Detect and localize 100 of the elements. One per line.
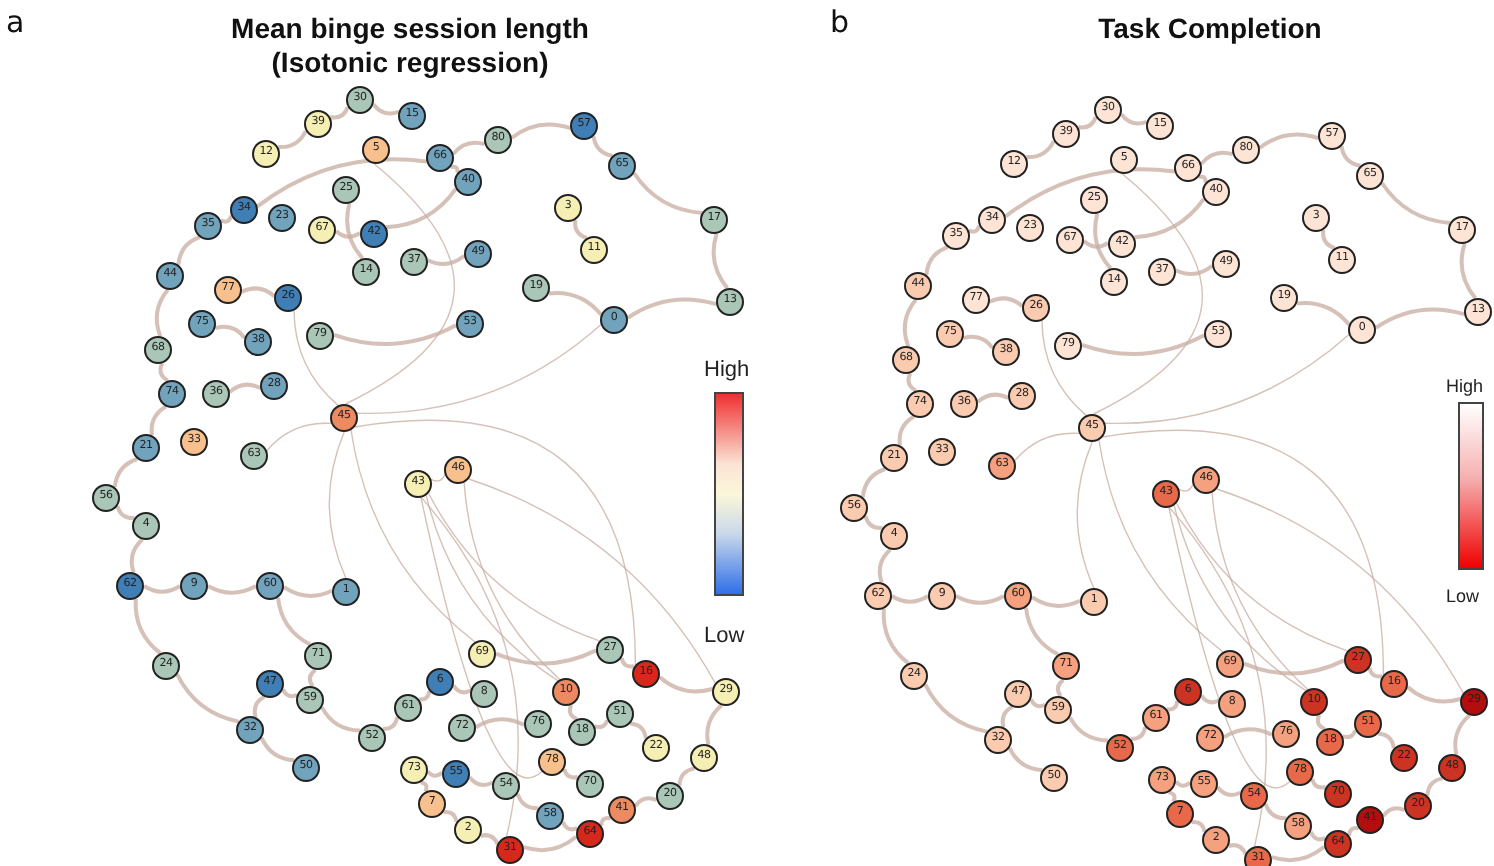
network-edge xyxy=(425,494,559,682)
panel-letter: a xyxy=(6,8,25,38)
network-edge xyxy=(1000,705,1014,728)
panel-title: Task Completion xyxy=(1096,12,1324,46)
network-edge xyxy=(154,288,170,337)
network-edge xyxy=(1168,506,1267,848)
network-edge xyxy=(891,594,929,604)
network-edge xyxy=(420,496,519,838)
network-edge xyxy=(863,515,883,531)
network-edge xyxy=(1296,301,1351,326)
network-edge xyxy=(902,298,918,347)
network-edge xyxy=(345,203,365,260)
network-edge xyxy=(1425,776,1444,796)
network-edge xyxy=(115,505,135,521)
network-edge xyxy=(1271,845,1326,863)
network-edge xyxy=(1130,726,1148,741)
network-edge xyxy=(207,584,257,595)
network-edge xyxy=(451,140,486,156)
network-edge xyxy=(328,431,347,579)
network-edge xyxy=(1174,780,1192,788)
network-edge xyxy=(371,102,400,116)
network-edge xyxy=(329,106,350,120)
network-edge xyxy=(561,820,578,832)
network-edge xyxy=(1007,746,1043,773)
network-edge xyxy=(1453,713,1471,756)
network-edge xyxy=(632,171,703,215)
network-edge xyxy=(266,422,332,452)
network-edge xyxy=(1380,181,1451,225)
network-edge xyxy=(1342,729,1358,740)
network-edge xyxy=(1309,830,1326,842)
network-edge xyxy=(214,324,247,340)
network-edge xyxy=(149,404,168,436)
network-edge xyxy=(443,810,459,823)
network-edge xyxy=(1076,441,1095,589)
network-edge xyxy=(1077,116,1098,130)
network-edge xyxy=(427,492,601,642)
network-edge xyxy=(1216,785,1242,797)
network-edge xyxy=(1101,429,1385,676)
network-edge xyxy=(1026,140,1056,160)
network-edge xyxy=(629,721,648,739)
network-edge xyxy=(463,481,561,681)
network-edge xyxy=(515,793,539,811)
network-edge xyxy=(1321,229,1336,250)
network-edge xyxy=(1178,483,1194,492)
network-edge xyxy=(1175,502,1349,652)
network-edge xyxy=(176,235,201,266)
network-edge xyxy=(356,324,602,414)
network-edge xyxy=(1024,607,1059,657)
network-edge xyxy=(1216,488,1464,694)
network-edge xyxy=(923,683,988,734)
network-edge xyxy=(1004,167,1175,219)
network-edge xyxy=(523,835,578,853)
network-edge xyxy=(241,286,276,298)
network-edge xyxy=(1243,658,1345,676)
network-edge xyxy=(1199,694,1220,705)
network-edge xyxy=(1134,197,1206,240)
network-edge xyxy=(1228,843,1248,855)
network-edge xyxy=(129,538,144,573)
network-edge xyxy=(353,419,637,666)
network-edge xyxy=(1263,803,1287,821)
network-edge xyxy=(1055,678,1065,698)
network-edge xyxy=(426,770,444,778)
network-edge xyxy=(1098,439,1224,653)
network-edge xyxy=(548,291,603,316)
network-edge xyxy=(158,362,169,383)
network-edge xyxy=(989,296,1024,308)
network-edge xyxy=(1339,145,1361,168)
network-edge xyxy=(468,775,494,787)
network-edge xyxy=(1093,213,1113,270)
network-edge xyxy=(1092,173,1203,415)
panel-title: Mean binge session length (Isotonic regression) xyxy=(229,12,591,80)
network-edge xyxy=(1406,685,1461,704)
network-edge xyxy=(711,233,729,290)
network-edge xyxy=(1310,778,1327,790)
network-edge xyxy=(626,297,717,320)
network-edge xyxy=(633,796,658,808)
network-edge xyxy=(1191,820,1207,833)
network-edge xyxy=(228,382,262,394)
network-edge xyxy=(334,229,361,239)
network-edge xyxy=(897,414,916,446)
network-edge xyxy=(1168,506,1291,789)
network-edge xyxy=(906,372,917,393)
color-scale xyxy=(1446,378,1490,606)
network-edge xyxy=(382,716,400,731)
network-edge xyxy=(320,706,361,733)
network-edge xyxy=(1367,667,1383,679)
network-edge xyxy=(1199,150,1234,166)
network-edge xyxy=(594,719,610,730)
network-edge xyxy=(175,673,240,724)
network-edge xyxy=(475,717,525,729)
network-edge xyxy=(1119,112,1148,126)
network-edge xyxy=(1081,333,1205,356)
network-edge xyxy=(1258,132,1319,150)
network-edge xyxy=(1175,264,1214,276)
network-edge xyxy=(924,245,949,276)
network-edge xyxy=(1459,243,1477,300)
network-edge xyxy=(510,122,571,140)
network-edge xyxy=(495,648,597,666)
network-edge xyxy=(1041,319,1087,417)
network-edge xyxy=(955,594,1005,605)
